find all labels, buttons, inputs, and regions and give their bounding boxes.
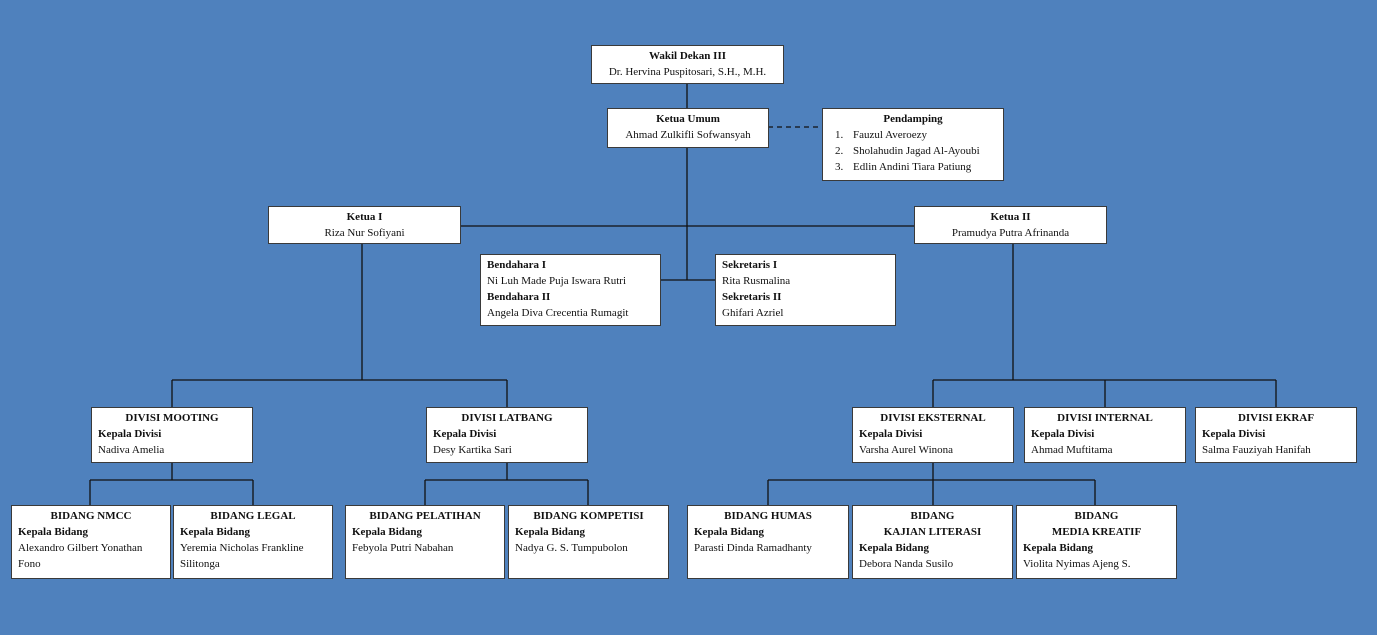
bidang-media-title-1: BIDANG [1074,510,1119,522]
kepala-bidang-label: Kepala Bidang [18,526,88,538]
bidang-legal-box: BIDANG LEGAL Kepala Bidang Yeremia Nicho… [173,505,333,579]
ketua-umum-box: Ketua Umum Ahmad Zulkifli Sofwansyah [607,108,769,148]
bidang-pelatihan-box: BIDANG PELATIHAN Kepala Bidang Febyola P… [345,505,505,579]
divisi-mooting-box: DIVISI MOOTING Kepala Divisi Nadiva Amel… [91,407,253,463]
bidang-kajian-name: Debora Nanda Susilo [859,558,954,570]
list-item: 1.Fauzul Averoezy [835,129,928,141]
sekretaris-1-title: Sekretaris I [722,259,778,271]
ketua-2-title: Ketua II [990,211,1031,223]
bidang-legal-name-2: Silitonga [180,558,220,570]
divisi-eksternal-title: DIVISI EKSTERNAL [880,412,986,424]
bidang-legal-title: BIDANG LEGAL [210,510,296,522]
bendahara-2-title: Bendahara II [487,291,551,303]
bidang-humas-box: BIDANG HUMAS Kepala Bidang Parasti Dinda… [687,505,849,579]
bidang-pelatihan-name: Febyola Putri Nabahan [352,542,454,554]
divisi-mooting-name: Nadiva Amelia [98,444,165,456]
wakil-dekan-box: Wakil Dekan III Dr. Hervina Puspitosari,… [591,45,784,84]
list-item: 3.Edlin Andini Tiara Patiung [835,161,972,173]
bidang-nmcc-name-2: Fono [18,558,41,570]
kepala-bidang-label: Kepala Bidang [1023,542,1093,554]
sekretaris-box: Sekretaris I Rita Rusmalina Sekretaris I… [715,254,896,326]
wakil-dekan-title: Wakil Dekan III [648,50,727,62]
ketua-1-name: Riza Nur Sofiyani [324,227,405,239]
bidang-legal-name-1: Yeremia Nicholas Frankline [180,542,304,554]
kepala-divisi-label: Kepala Divisi [1031,428,1095,440]
bidang-nmcc-title: BIDANG NMCC [50,510,132,522]
kepala-bidang-label: Kepala Bidang [859,542,929,554]
sekretaris-1-name: Rita Rusmalina [722,275,791,287]
bidang-kajian-literasi-box: BIDANG KAJIAN LITERASI Kepala Bidang Deb… [852,505,1013,579]
bendahara-box: Bendahara I Ni Luh Made Puja Iswara Rutr… [480,254,661,326]
divisi-internal-title: DIVISI INTERNAL [1057,412,1153,424]
divisi-ekraf-title: DIVISI EKRAF [1237,412,1315,424]
pendamping-list: 1.Fauzul Averoezy 2.Sholahudin Jagad Al-… [829,127,997,175]
divisi-internal-name: Ahmad Muftitama [1031,444,1113,456]
divisi-ekraf-name: Salma Fauziyah Hanifah [1202,444,1311,456]
list-item: 2.Sholahudin Jagad Al-Ayoubi [835,145,980,157]
kepala-divisi-label: Kepala Divisi [98,428,162,440]
divisi-eksternal-box: DIVISI EKSTERNAL Kepala Divisi Varsha Au… [852,407,1014,463]
bidang-media-title-2: MEDIA KREATIF [1051,526,1142,538]
bidang-kompetisi-box: BIDANG KOMPETISI Kepala Bidang Nadya G. … [508,505,669,579]
kepala-bidang-label: Kepala Bidang [352,526,422,538]
bendahara-1-name: Ni Luh Made Puja Iswara Rutri [487,275,626,287]
bidang-nmcc-name-1: Alexandro Gilbert Yonathan [18,542,143,554]
divisi-ekraf-box: DIVISI EKRAF Kepala Divisi Salma Fauziya… [1195,407,1357,463]
bendahara-1-title: Bendahara I [487,259,546,271]
bidang-kompetisi-title: BIDANG KOMPETISI [533,510,644,522]
bidang-nmcc-box: BIDANG NMCC Kepala Bidang Alexandro Gilb… [11,505,171,579]
kepala-bidang-label: Kepala Bidang [515,526,585,538]
divisi-latbang-name: Desy Kartika Sari [433,444,512,456]
ketua-umum-title: Ketua Umum [656,113,720,125]
wakil-dekan-name: Dr. Hervina Puspitosari, S.H., M.H. [608,66,767,78]
bendahara-2-name: Angela Diva Crecentia Rumagit [487,307,629,319]
kepala-bidang-label: Kepala Bidang [180,526,250,538]
bidang-media-kreatif-box: BIDANG MEDIA KREATIF Kepala Bidang Violi… [1016,505,1177,579]
kepala-bidang-label: Kepala Bidang [694,526,764,538]
ketua-2-box: Ketua II Pramudya Putra Afrinanda [914,206,1107,244]
ketua-umum-name: Ahmad Zulkifli Sofwansyah [625,129,751,141]
pendamping-box: Pendamping 1.Fauzul Averoezy 2.Sholahudi… [822,108,1004,181]
ketua-1-title: Ketua I [346,211,383,223]
sekretaris-2-name: Ghifari Azriel [722,307,784,319]
sekretaris-2-title: Sekretaris II [722,291,782,303]
divisi-internal-box: DIVISI INTERNAL Kepala Divisi Ahmad Muft… [1024,407,1186,463]
bidang-kajian-title-2: KAJIAN LITERASI [883,526,982,538]
bidang-humas-title: BIDANG HUMAS [724,510,812,522]
bidang-humas-name: Parasti Dinda Ramadhanty [694,542,812,554]
divisi-eksternal-name: Varsha Aurel Winona [859,444,954,456]
bidang-media-name: Violita Nyimas Ajeng S. [1023,558,1131,570]
bidang-kajian-title-1: BIDANG [910,510,955,522]
ketua-1-box: Ketua I Riza Nur Sofiyani [268,206,461,244]
divisi-latbang-title: DIVISI LATBANG [461,412,553,424]
kepala-divisi-label: Kepala Divisi [859,428,923,440]
divisi-mooting-title: DIVISI MOOTING [125,412,219,424]
kepala-divisi-label: Kepala Divisi [1202,428,1266,440]
pendamping-title: Pendamping [883,113,943,125]
kepala-divisi-label: Kepala Divisi [433,428,497,440]
divisi-latbang-box: DIVISI LATBANG Kepala Divisi Desy Kartik… [426,407,588,463]
bidang-kompetisi-name: Nadya G. S. Tumpubolon [515,542,628,554]
bidang-pelatihan-title: BIDANG PELATIHAN [369,510,481,522]
ketua-2-name: Pramudya Putra Afrinanda [951,227,1070,239]
